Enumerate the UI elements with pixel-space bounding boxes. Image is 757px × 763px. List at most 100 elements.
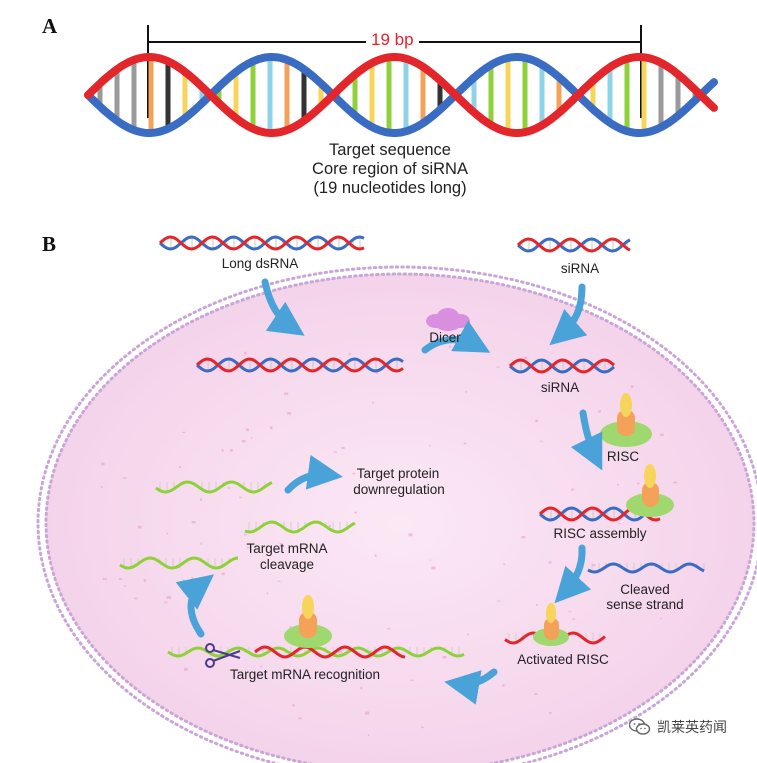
label-sirna-mid: siRNA (540, 380, 580, 395)
sense-strand (516, 237, 631, 253)
speckle (497, 600, 501, 602)
panel-b-letter: B (42, 232, 57, 256)
speckle (365, 711, 370, 715)
label-cleavage-2: cleavage (259, 557, 315, 572)
label-recognition: Target mRNA recognition (229, 667, 381, 682)
speckle (659, 618, 662, 620)
speckle (279, 542, 283, 545)
speckle (410, 679, 414, 682)
risc-complex-icon (600, 393, 652, 447)
speckle (292, 704, 295, 707)
speckle (166, 596, 171, 599)
speckle (554, 532, 557, 534)
speckle (617, 483, 619, 486)
risc-assembly-complex-icon (626, 464, 674, 517)
speckle (134, 597, 138, 600)
activated-risc-complex-icon (533, 603, 569, 646)
speckle (673, 481, 678, 484)
rna-strands (119, 235, 705, 659)
speckle (348, 353, 351, 355)
speckle (277, 580, 281, 582)
speckle (548, 561, 552, 564)
panel-a (84, 25, 718, 137)
speckle (260, 665, 263, 668)
speckle (102, 578, 107, 580)
speckle (540, 440, 543, 443)
strand (119, 556, 239, 570)
label-activated-risc: Activated RISC (517, 652, 609, 667)
speckle (367, 734, 370, 736)
speckle (465, 391, 467, 393)
speckle (200, 498, 202, 501)
speckle (179, 466, 181, 468)
speckle (502, 684, 505, 687)
label-cleaved-2: sense strand (606, 597, 684, 612)
speckle (442, 656, 447, 659)
arrow-to-cleavage (175, 574, 215, 638)
mrna-fragment-3 (155, 480, 273, 494)
speckle (230, 448, 233, 452)
dna-helix (84, 53, 718, 137)
panel-b (36, 235, 757, 763)
antisense-strand (516, 237, 631, 253)
label-risc: RISC (606, 449, 640, 464)
speckle (369, 650, 373, 652)
speckle (536, 603, 538, 606)
speckle (118, 578, 123, 580)
speckle (328, 524, 331, 527)
speckle (284, 392, 289, 395)
speckle (586, 655, 591, 657)
speckle (375, 371, 378, 374)
cleaved-sense-strand (587, 562, 705, 574)
speckle (166, 532, 168, 535)
speckle (334, 478, 338, 480)
speckle (467, 633, 469, 636)
speckle (534, 692, 538, 695)
label-dicer: Dicer (429, 330, 461, 345)
label-cleavage-1: Target mRNA (246, 541, 328, 556)
speckle (571, 488, 575, 491)
speckle (228, 486, 230, 490)
speckle (341, 446, 345, 449)
antisense-strand (508, 358, 615, 374)
speckle (191, 577, 194, 580)
cell-interior (44, 272, 756, 763)
arrow-to-risc (570, 409, 603, 471)
speckle (246, 428, 249, 432)
guide-strand-bound (254, 645, 406, 659)
sirna-inside (508, 358, 615, 374)
speckle (143, 579, 147, 582)
strand (244, 520, 356, 534)
wechat-icon (629, 718, 651, 735)
recognition-risc-complex-icon (284, 595, 332, 648)
speckle (247, 546, 251, 549)
cell-membrane-outer (36, 265, 757, 763)
antisense-strand (195, 357, 404, 373)
speckle (596, 659, 602, 662)
process-arrows (175, 278, 603, 705)
speckle (572, 618, 576, 620)
speckle (637, 482, 640, 485)
speckle (591, 564, 596, 567)
speckle (182, 579, 185, 582)
speckle (266, 592, 269, 595)
arrow-to-recognition (444, 668, 498, 705)
speckle (122, 477, 127, 479)
speckle (408, 533, 413, 537)
speckle (535, 419, 539, 423)
speckle (421, 726, 424, 729)
speckle (524, 356, 528, 359)
sense-strand (195, 357, 404, 373)
speckle (333, 451, 337, 453)
arrow-dicer (421, 320, 491, 354)
long-dsrna-top (158, 235, 365, 251)
speckle (503, 563, 506, 566)
speckle (101, 462, 105, 466)
panel-a-letter: A (42, 14, 58, 38)
speckle (577, 660, 581, 664)
speckle (618, 523, 622, 525)
strand (587, 562, 705, 574)
speckle (470, 673, 473, 674)
cleaved-mrna-fragment-2 (244, 520, 356, 534)
speckle (572, 537, 577, 539)
